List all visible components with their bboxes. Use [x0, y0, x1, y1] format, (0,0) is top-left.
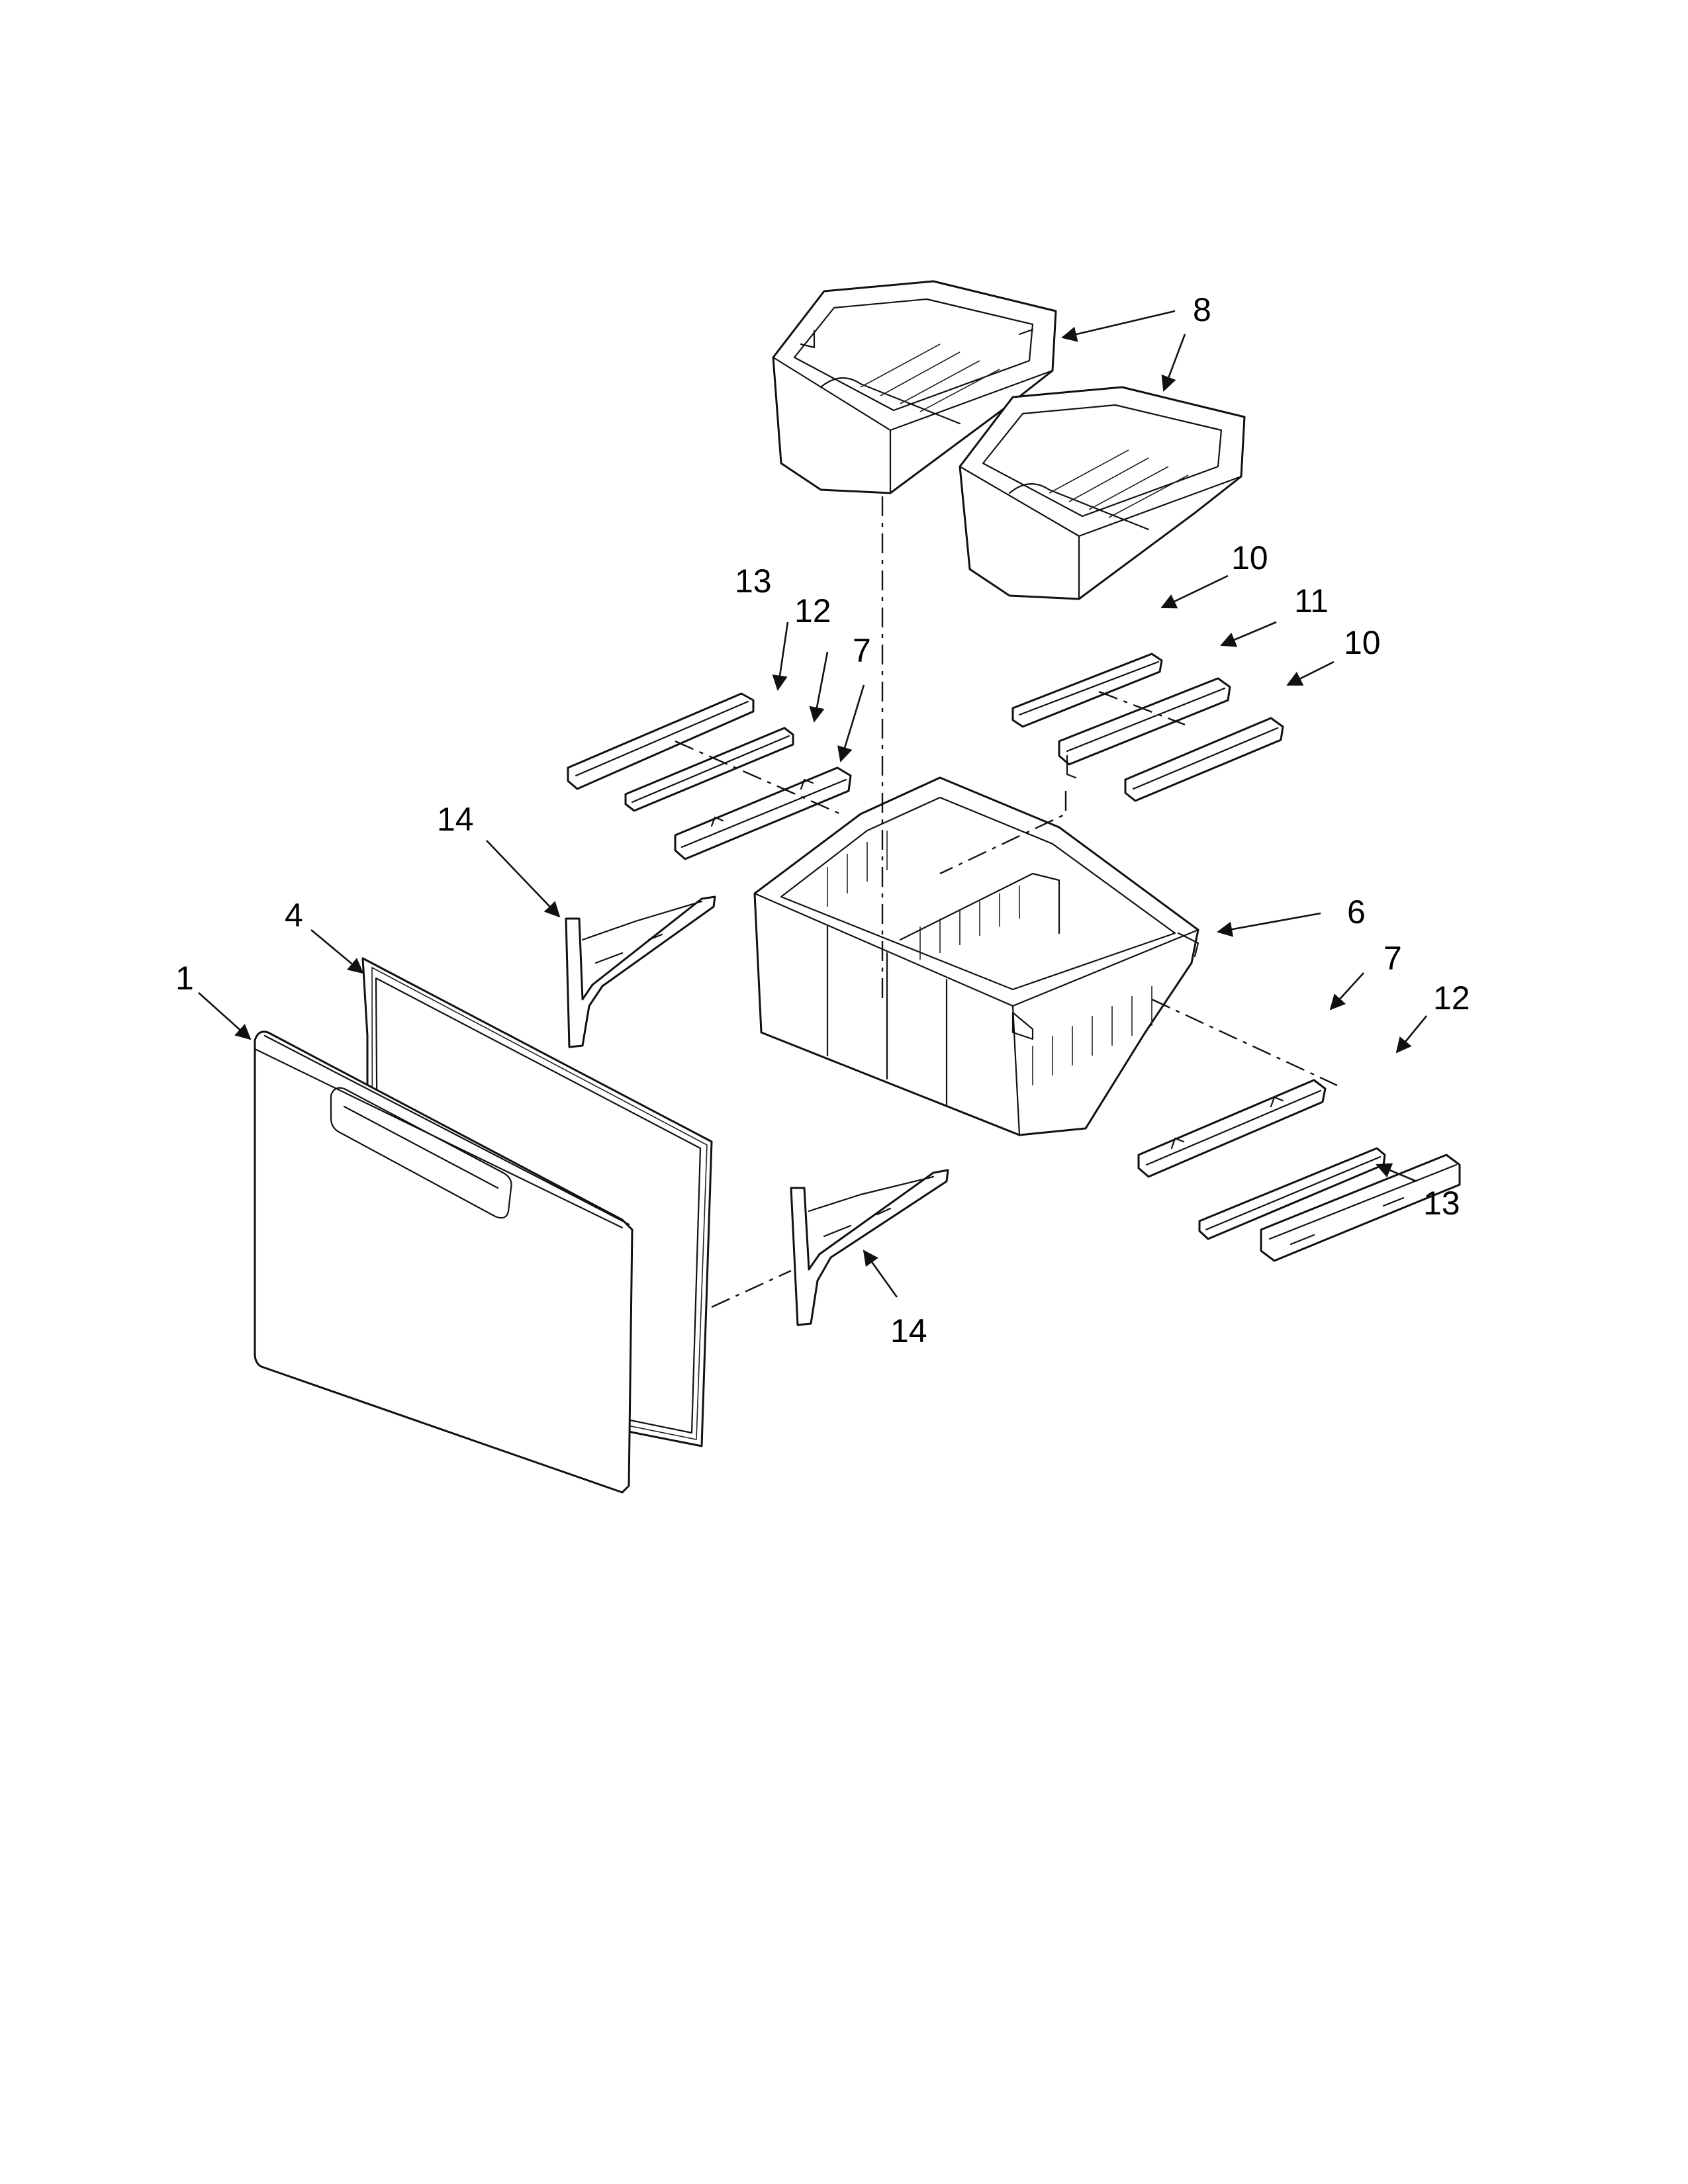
callout-7-upper: 7	[853, 632, 871, 669]
rail-10-upper	[1011, 653, 1163, 728]
leader-arrows	[198, 310, 1428, 1298]
rail-13-lower-right	[1260, 1154, 1461, 1262]
rail-11	[1058, 677, 1231, 779]
upper-tray-left	[772, 280, 1057, 494]
callout-13-upper: 13	[735, 563, 772, 600]
callout-4: 4	[285, 897, 303, 934]
callout-10-lower: 10	[1344, 624, 1381, 661]
rail-12-upper-left	[624, 727, 794, 812]
assembly-line-rails-upper-left	[675, 740, 841, 815]
callout-13-lower: 13	[1423, 1185, 1460, 1222]
callout-14-lower: 14	[890, 1312, 927, 1349]
assembly-line-rails-lower-right	[1151, 998, 1338, 1087]
bracket-14-upper	[565, 895, 716, 1048]
callout-10-upper: 10	[1231, 539, 1268, 576]
callout-8: 8	[1193, 291, 1211, 328]
drawer-front	[254, 1030, 633, 1494]
callout-12-upper: 12	[794, 592, 831, 629]
callout-7-lower: 7	[1383, 940, 1402, 977]
callout-1: 1	[175, 960, 194, 997]
callout-11: 11	[1294, 582, 1329, 619]
rail-13-upper-left	[567, 692, 755, 790]
callout-12-lower: 12	[1433, 979, 1470, 1017]
callout-14-upper: 14	[437, 801, 474, 838]
rail-7-lower-right	[1137, 1079, 1327, 1178]
upper-tray-right	[959, 386, 1246, 600]
callout-6: 6	[1347, 893, 1366, 931]
rail-7-upper-left	[674, 766, 852, 860]
rail-10-lower	[1124, 717, 1284, 802]
assembly-line-rail-11	[939, 791, 1067, 875]
assembly-line-rails-upper-right	[1098, 690, 1186, 726]
assembly-line-door	[711, 1269, 792, 1308]
bracket-14-lower	[790, 1169, 949, 1326]
main-basket	[753, 776, 1199, 1136]
